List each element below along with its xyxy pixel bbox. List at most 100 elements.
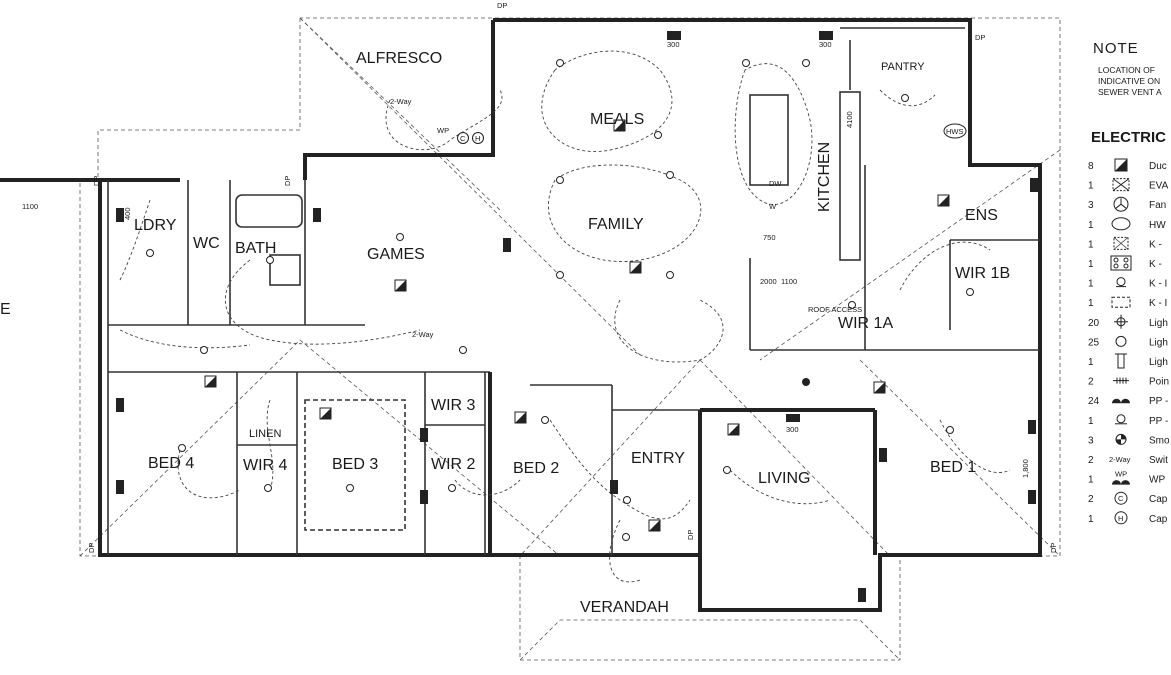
dim-2000: 2000: [760, 277, 777, 286]
legend-label: PP -: [1149, 416, 1168, 427]
dim-300: 300: [667, 40, 680, 49]
legend-qty: 3: [1088, 200, 1094, 211]
dashed-box-icon: [1111, 296, 1131, 308]
point-hash-icon: [1113, 377, 1129, 384]
room-alfresco: ALFRESCO: [356, 50, 442, 67]
annotations: DP DP DP DP DP DP DP 2-Way 2-Way WP C H …: [22, 1, 1058, 553]
evap-cross-icon: [1112, 178, 1130, 192]
k-omega-icon: [1116, 277, 1126, 288]
room-meals: MEALS: [590, 111, 644, 128]
light-fluoro-icon: [1115, 353, 1127, 369]
svg-text:HWS: HWS: [946, 127, 964, 136]
room-linen: LINEN: [249, 428, 281, 440]
legend-label: K - I: [1149, 279, 1167, 290]
legend-qty: 2: [1088, 377, 1094, 388]
dp-label: DP: [283, 176, 292, 186]
legend-label: Smo: [1149, 435, 1170, 446]
legend-row: 25 Ligh: [1088, 335, 1168, 348]
legend-qty: 25: [1088, 337, 1100, 348]
svg-text:C: C: [460, 134, 466, 143]
room-wir2: WIR 2: [431, 456, 476, 473]
legend-qty: 1: [1088, 475, 1094, 486]
note-line: SEWER VENT A: [1098, 87, 1162, 97]
dim-1100: 1100: [22, 202, 38, 211]
dim-300: 300: [819, 40, 832, 49]
dp-label: DP: [87, 543, 96, 553]
room-bed1: BED 1: [930, 459, 976, 476]
legend-qty: 1: [1088, 514, 1094, 525]
legend-label: EVA: [1149, 181, 1169, 192]
legend-qty: 1: [1088, 298, 1094, 309]
k-cross-box-icon: [1113, 236, 1129, 250]
wiring: [119, 50, 1011, 583]
room-living: LIVING: [758, 470, 810, 487]
legend-label: Duc: [1149, 161, 1167, 172]
legend-qty: 24: [1088, 396, 1100, 407]
legend-qty: 2: [1088, 455, 1094, 466]
room-bed2: BED 2: [513, 460, 559, 477]
light-cross-icon: [1114, 314, 1128, 329]
cooktop-icon: [1110, 255, 1132, 271]
wp-icon: WP: [1112, 470, 1130, 485]
hws-icon: [1111, 217, 1131, 231]
dim-1800: 1,800: [1021, 459, 1030, 478]
power-points: [116, 31, 1038, 602]
svg-text:H: H: [475, 134, 480, 143]
legend-row: 1 EVA: [1088, 178, 1169, 192]
room-wir3: WIR 3: [431, 397, 476, 414]
two-way-label: 2-Way: [1109, 455, 1131, 464]
two-way-label: 2-Way: [390, 97, 412, 106]
room-wir1b: WIR 1B: [955, 265, 1010, 282]
legend-row: 1 PP -: [1088, 414, 1168, 427]
dp-label: DP: [497, 1, 507, 10]
dim-1100b: 1100: [781, 277, 797, 286]
room-verandah: VERANDAH: [580, 599, 669, 616]
legend-label: Cap: [1149, 494, 1168, 505]
electrical-legend: ELECTRIC: [1091, 129, 1166, 146]
room-entry: ENTRY: [631, 450, 685, 467]
legend-qty: 1: [1088, 279, 1094, 290]
legend-label: HW: [1149, 220, 1166, 231]
room-ldry: LDRY: [134, 217, 177, 234]
room-ens: ENS: [965, 207, 998, 224]
room-roof-access: ROOF ACCESS: [808, 305, 862, 314]
electrical-title: ELECTRIC: [1091, 129, 1166, 146]
switch-2way-icon: 2-Way: [1109, 455, 1131, 464]
dp-label: DP: [975, 33, 985, 42]
room-kitchen: KITCHEN: [816, 142, 833, 212]
dim-400: 400: [123, 207, 132, 220]
legend-label: Fan: [1149, 200, 1166, 211]
cap-c-letter: C: [1118, 494, 1124, 503]
legend-label: WP: [1149, 475, 1165, 486]
room-wir1a: WIR 1A: [838, 315, 893, 332]
legend-qty: 1: [1088, 416, 1094, 427]
room-wc: WC: [193, 235, 220, 252]
two-way-label: 2-Way: [412, 330, 434, 339]
legend-qty: 1: [1088, 239, 1094, 250]
duct-diagonal-icon: [1114, 158, 1128, 172]
room-bed4: BED 4: [148, 455, 194, 472]
legend-label: K -: [1149, 239, 1162, 250]
legend-row: 1 K - I: [1088, 277, 1167, 290]
legend-label: Swit: [1149, 455, 1168, 466]
room-pantry: PANTRY: [881, 61, 925, 73]
light-circle-icon: [1115, 335, 1127, 347]
legend-qty: 1: [1088, 181, 1094, 192]
legend-row: 3 Fan: [1088, 196, 1166, 212]
legend-label: Ligh: [1149, 357, 1168, 368]
dw-label: DW: [769, 179, 782, 188]
room-bath: BATH: [235, 240, 276, 257]
legend-label: Ligh: [1149, 337, 1168, 348]
legend-label: K - I: [1149, 298, 1167, 309]
